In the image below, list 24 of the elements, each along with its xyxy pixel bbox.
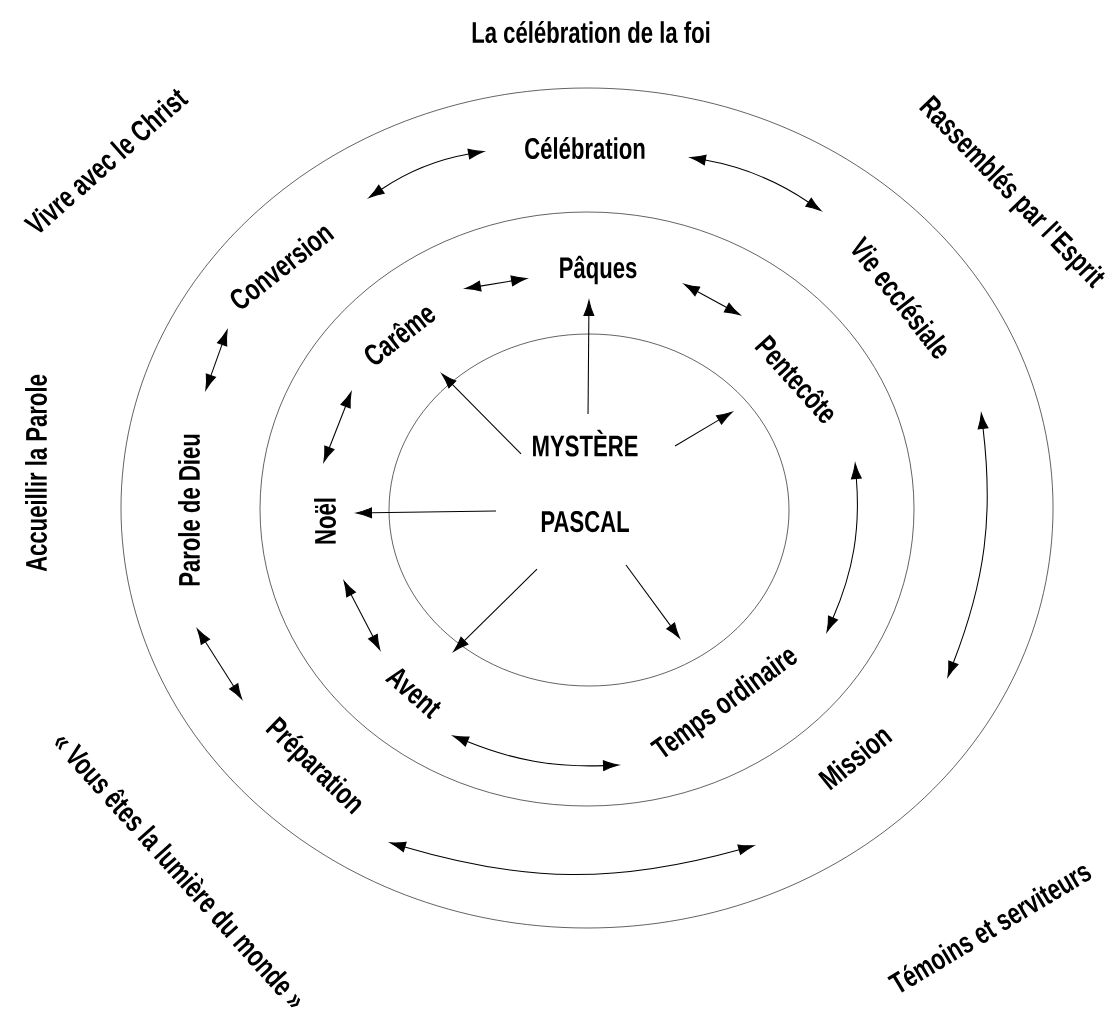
double-arrow [452, 735, 619, 772]
double-arrow [368, 148, 485, 199]
title: La célébration de la foi [472, 20, 710, 44]
double-arrow [389, 841, 755, 876]
double-arrow [826, 463, 862, 633]
arrow [441, 373, 522, 455]
double-arrow [205, 329, 228, 391]
double-arrow [323, 391, 352, 463]
arrow [453, 568, 538, 652]
arrow [356, 507, 497, 519]
sector-heading: Accueillir la Parole [25, 374, 47, 572]
arrow [625, 564, 681, 639]
arrow [583, 300, 595, 415]
arrow [674, 411, 733, 447]
ring-label: Parole de Dieu [178, 434, 200, 586]
ring-label: Célébration [525, 136, 645, 160]
double-arrow [683, 283, 741, 316]
double-arrow [465, 275, 528, 292]
double-arrow [689, 154, 822, 212]
double-arrow [196, 628, 243, 700]
double-arrow [343, 580, 381, 651]
double-arrow [947, 412, 989, 678]
ring-label: Pâques [560, 255, 637, 285]
ring-label: Noël [314, 498, 336, 544]
